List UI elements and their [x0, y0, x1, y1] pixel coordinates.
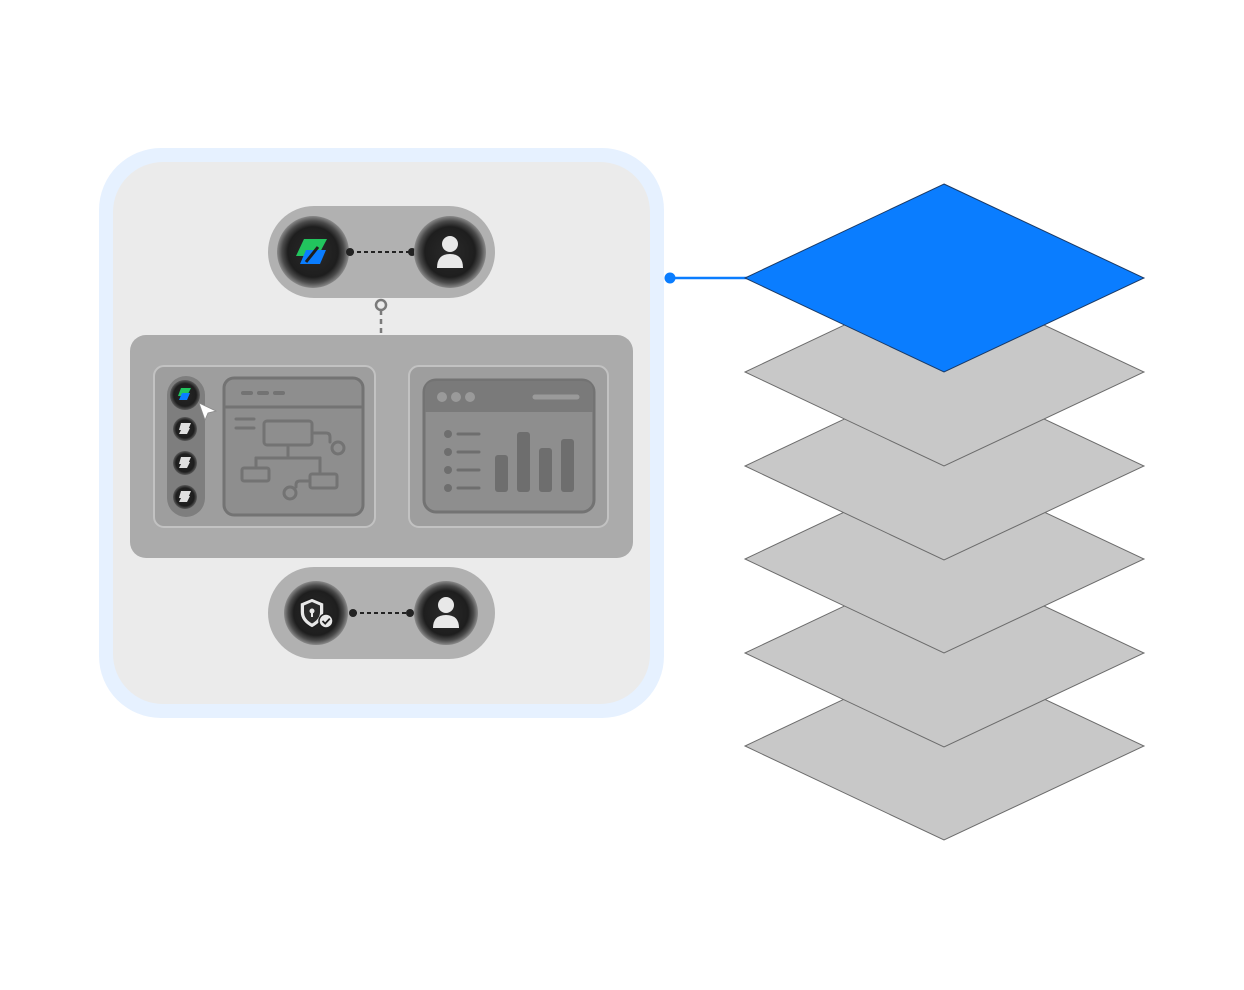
top-connection-pill — [268, 206, 495, 298]
app-switcher-item-active[interactable] — [170, 380, 200, 410]
dashboard-window — [422, 378, 596, 514]
layer-plane-highlighted — [743, 183, 1146, 373]
flowchart-window — [222, 376, 365, 517]
connector-dotted-line — [349, 609, 414, 617]
dashboard-chart-icon — [444, 430, 574, 492]
layer-link — [664, 272, 747, 284]
cursor-icon — [198, 402, 218, 422]
app-switcher-item[interactable] — [173, 485, 197, 509]
workspace-panel — [130, 335, 633, 558]
user-icon[interactable] — [414, 581, 478, 645]
app-switcher — [167, 376, 218, 517]
bottom-connection-pill — [268, 567, 495, 659]
flowchart-icon — [234, 417, 346, 501]
app-logo-icon[interactable] — [277, 216, 349, 288]
layer-stack — [743, 183, 1146, 841]
shield-check-icon[interactable] — [284, 581, 348, 645]
app-switcher-item[interactable] — [173, 417, 197, 441]
user-icon[interactable] — [414, 216, 486, 288]
app-switcher-item[interactable] — [173, 451, 197, 475]
connector-dotted-line — [346, 248, 416, 256]
